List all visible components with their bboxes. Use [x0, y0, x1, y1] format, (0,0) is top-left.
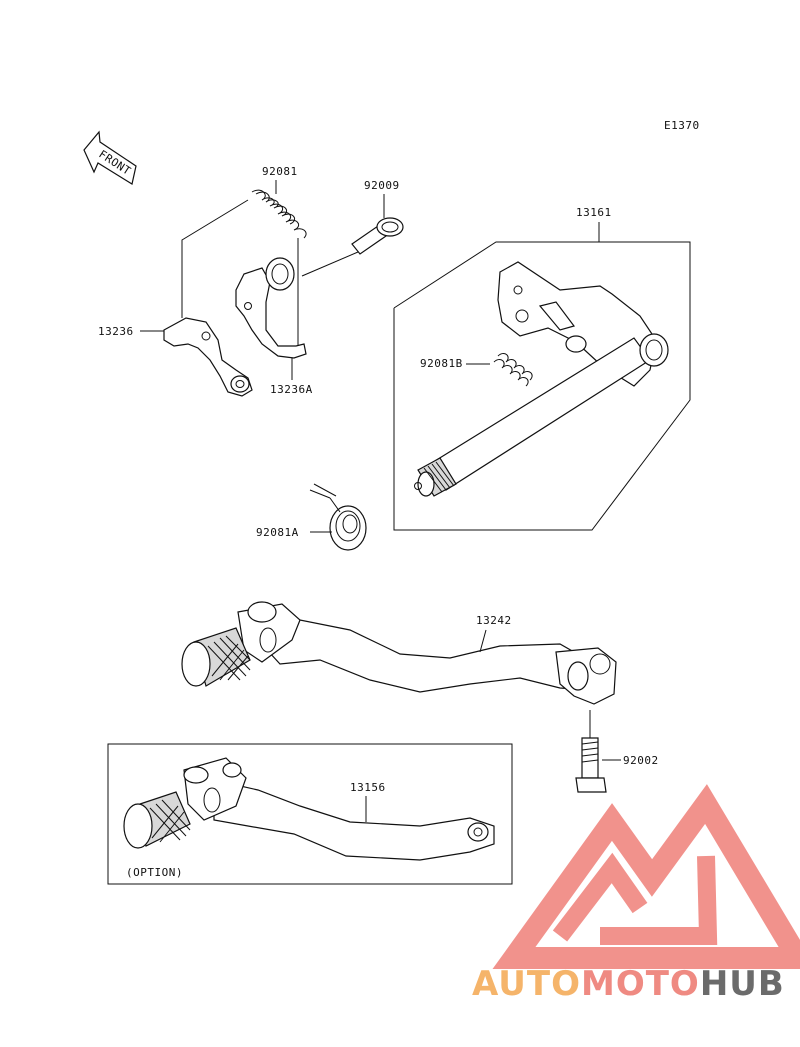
shaft-assembly-13161: [393, 241, 691, 531]
watermark-hub: HUB: [699, 964, 785, 1004]
option-label: (OPTION): [126, 866, 183, 879]
label-92002: 92002: [623, 754, 659, 767]
return-spring-92081A: [309, 483, 367, 551]
front-arrow-icon: FRONT: [83, 130, 137, 185]
watermark-moto: MOTO: [580, 964, 700, 1004]
watermark-text: AUTOMOTOHUB: [472, 964, 792, 1004]
pawl-13236: [163, 317, 253, 397]
label-92081A: 92081A: [256, 526, 299, 539]
bolt-92009: [351, 217, 404, 255]
label-13156: 13156: [350, 781, 386, 794]
spring-92081: [251, 189, 307, 239]
watermark-auto: AUTO: [472, 964, 581, 1004]
label-92081B: 92081B: [420, 357, 463, 370]
pedal-13242: [181, 601, 617, 705]
label-92081: 92081: [262, 165, 298, 178]
small-spring-92081B: [493, 353, 533, 387]
label-13236: 13236: [98, 325, 134, 338]
guide-13236A: [235, 257, 307, 359]
diagram-code: E1370: [664, 119, 700, 132]
label-13236A: 13236A: [270, 383, 313, 396]
bolt-92002: [575, 710, 607, 793]
label-92009: 92009: [364, 179, 400, 192]
label-13161: 13161: [576, 206, 612, 219]
watermark-logo-icon: [492, 784, 800, 969]
option-box: [107, 743, 513, 885]
label-13242: 13242: [476, 614, 512, 627]
